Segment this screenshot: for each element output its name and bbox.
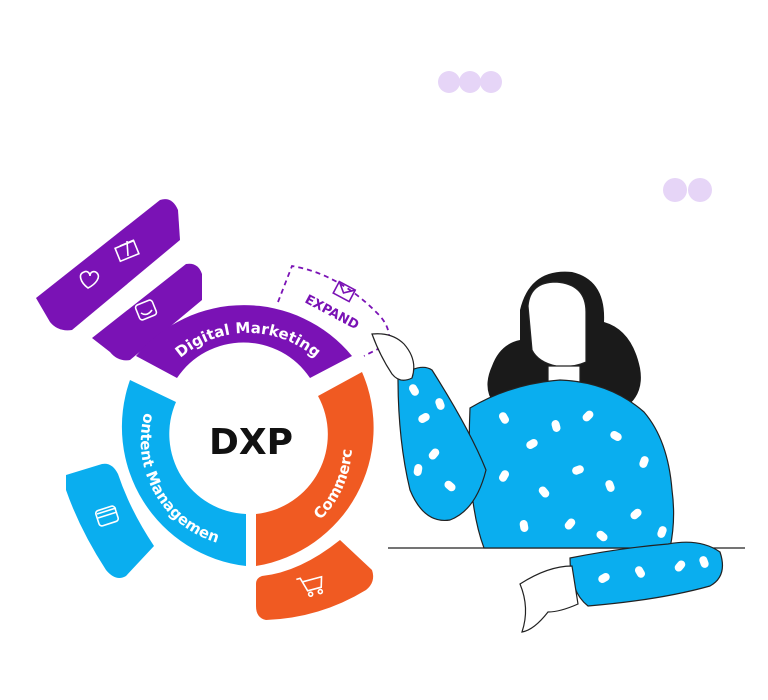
cart-icon bbox=[296, 575, 324, 597]
outer-tile-gift bbox=[36, 199, 180, 331]
outer-tile-chat bbox=[92, 263, 202, 361]
chat-smile-icon bbox=[134, 299, 158, 321]
outer-tile-cart bbox=[256, 540, 374, 620]
gift-icon bbox=[114, 239, 140, 263]
ring-segment-ecommerce bbox=[256, 372, 374, 566]
ring-segment-digital-marketing bbox=[136, 305, 352, 378]
heart-icon bbox=[79, 270, 100, 289]
center-label: DXP bbox=[209, 422, 293, 463]
card-icon bbox=[94, 505, 120, 527]
ecommerce-label: eCommerce bbox=[0, 0, 356, 523]
ring-segment-content-management bbox=[121, 380, 246, 566]
person-illustration bbox=[371, 271, 723, 633]
decor-dots-triple bbox=[438, 71, 502, 93]
outer-tile-card bbox=[66, 463, 154, 578]
envelope-icon bbox=[332, 280, 357, 303]
decor-dots-double bbox=[663, 178, 712, 202]
